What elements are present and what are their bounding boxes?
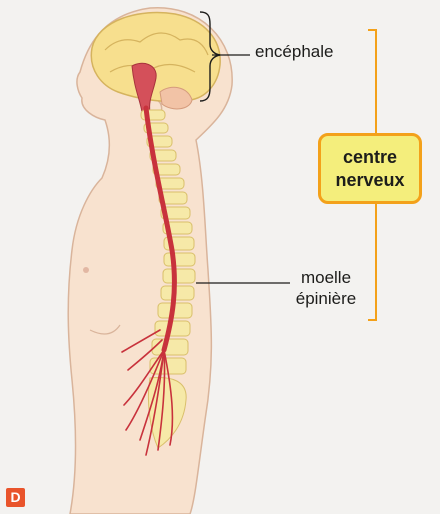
centre-label-line2: nerveux [335, 169, 404, 192]
encephale-label: encéphale [255, 41, 333, 62]
nipple-mark [83, 267, 89, 273]
moelle-label-line1: moelle [281, 267, 371, 288]
moelle-label-line2: épinière [281, 288, 371, 309]
centre-label-line1: centre [335, 146, 404, 169]
moelle-epiniere-label: moelle épinière [281, 267, 371, 309]
centre-nerveux-box: centre nerveux [318, 133, 422, 204]
brain [91, 12, 220, 101]
figure-letter-badge: D [6, 488, 25, 507]
